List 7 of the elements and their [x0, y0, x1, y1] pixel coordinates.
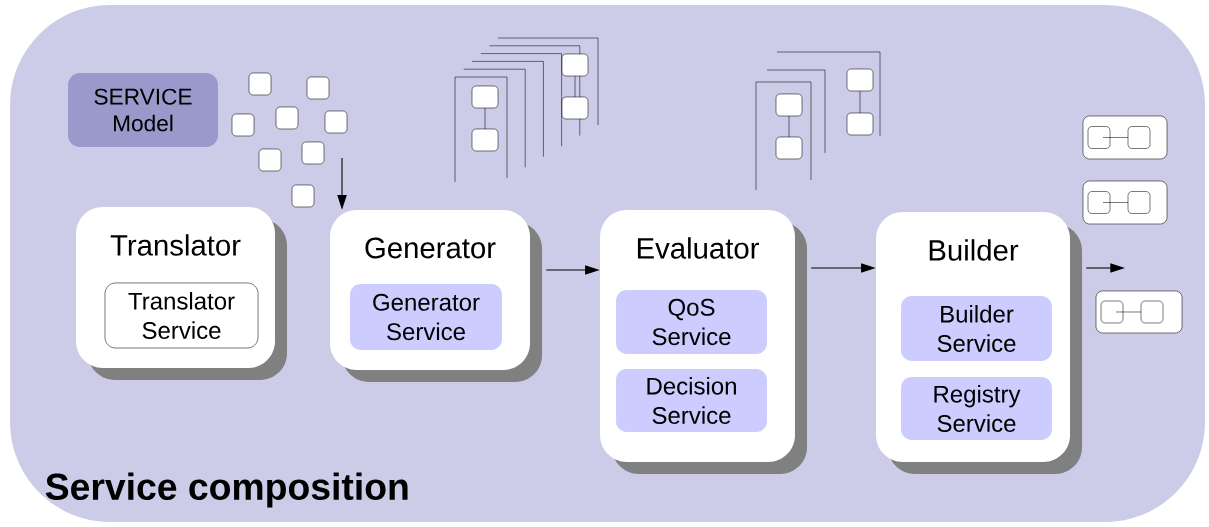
service-box: Registry Service: [901, 377, 1052, 440]
service-box: Generator Service: [350, 284, 502, 350]
service-box: Decision Service: [616, 369, 767, 432]
model-box: SERVICE Model: [68, 73, 218, 147]
service-box: QoS Service: [616, 290, 767, 354]
service-box: Builder Service: [901, 295, 1052, 362]
service-box: Translator Service: [104, 282, 259, 349]
